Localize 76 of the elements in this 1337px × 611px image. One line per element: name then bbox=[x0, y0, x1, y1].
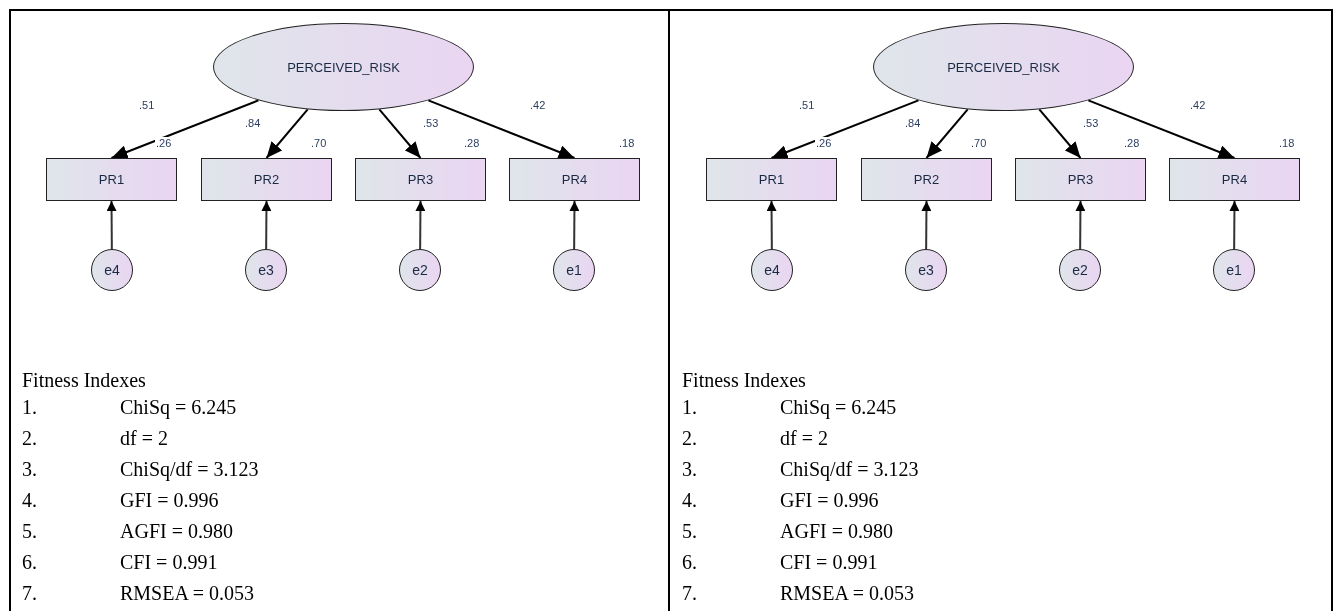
section-heading: Fitness Indexes bbox=[682, 369, 806, 391]
section-heading: Fitness Indexes bbox=[22, 369, 146, 391]
arrow bbox=[106, 200, 117, 250]
arrow bbox=[415, 200, 426, 250]
arrow bbox=[770, 99, 920, 159]
latent-variable-ellipse: PERCEIVED_RISK bbox=[213, 23, 474, 111]
fit-index-value: ChiSq = 6.245 bbox=[780, 396, 897, 418]
fit-index-value: AGFI = 0.980 bbox=[120, 520, 233, 542]
error-term-circle: e3 bbox=[245, 249, 287, 291]
arrow bbox=[569, 200, 580, 250]
list-number: 1. bbox=[682, 396, 697, 418]
fit-index-value: AGFI = 0.980 bbox=[780, 520, 893, 542]
squared-correlation-label: .28 bbox=[1123, 137, 1141, 149]
edge-label: .53 bbox=[1082, 117, 1100, 129]
list-number: 6. bbox=[682, 551, 697, 573]
error-term-circle: e2 bbox=[399, 249, 441, 291]
latent-variable-ellipse: PERCEIVED_RISK bbox=[873, 23, 1134, 111]
edge-label: .51 bbox=[138, 99, 156, 111]
squared-correlation-label: .70 bbox=[310, 137, 328, 149]
squared-correlation-label: .28 bbox=[463, 137, 481, 149]
edge-label: .51 bbox=[798, 99, 816, 111]
observed-variable-box: PR4 bbox=[1169, 158, 1300, 201]
list-number: 3. bbox=[682, 458, 697, 480]
edge-label: .53 bbox=[422, 117, 440, 129]
fit-index-value: ChiSq/df = 3.123 bbox=[780, 458, 919, 480]
arrow bbox=[1087, 99, 1236, 159]
arrow bbox=[766, 200, 777, 250]
edge-label: .84 bbox=[244, 117, 262, 129]
error-term-circle: e3 bbox=[905, 249, 947, 291]
arrow bbox=[427, 99, 576, 159]
list-number: 7. bbox=[682, 582, 697, 604]
list-number: 3. bbox=[22, 458, 37, 480]
observed-variable-box: PR1 bbox=[706, 158, 837, 201]
fit-index-value: RMSEA = 0.053 bbox=[120, 582, 255, 604]
fit-index-value: RMSEA = 0.053 bbox=[780, 582, 915, 604]
fit-index-value: df = 2 bbox=[780, 427, 828, 449]
fit-index-value: df = 2 bbox=[120, 427, 168, 449]
list-number: 6. bbox=[22, 551, 37, 573]
observed-variable-box: PR1 bbox=[46, 158, 177, 201]
fit-index-value: ChiSq = 6.245 bbox=[120, 396, 237, 418]
list-number: 4. bbox=[682, 489, 697, 511]
squared-correlation-label: .18 bbox=[1278, 137, 1296, 149]
edge-label: .42 bbox=[1189, 99, 1207, 111]
list-number: 5. bbox=[22, 520, 37, 542]
arrow bbox=[1229, 200, 1240, 250]
observed-variable-box: PR3 bbox=[355, 158, 486, 201]
observed-variable-box: PR4 bbox=[509, 158, 640, 201]
list-number: 2. bbox=[22, 427, 37, 449]
fit-index-value: ChiSq/df = 3.123 bbox=[120, 458, 259, 480]
edge-label: .84 bbox=[904, 117, 922, 129]
observed-variable-box: PR3 bbox=[1015, 158, 1146, 201]
edge-label: .42 bbox=[529, 99, 547, 111]
list-number: 4. bbox=[22, 489, 37, 511]
squared-correlation-label: .26 bbox=[155, 137, 173, 149]
observed-variable-box: PR2 bbox=[861, 158, 992, 201]
fit-index-value: CFI = 0.991 bbox=[120, 551, 218, 573]
list-number: 2. bbox=[682, 427, 697, 449]
observed-variable-box: PR2 bbox=[201, 158, 332, 201]
list-number: 5. bbox=[682, 520, 697, 542]
arrow bbox=[921, 200, 932, 250]
error-term-circle: e1 bbox=[553, 249, 595, 291]
arrow bbox=[1075, 200, 1086, 250]
error-term-circle: e1 bbox=[1213, 249, 1255, 291]
list-number: 7. bbox=[22, 582, 37, 604]
error-term-circle: e4 bbox=[91, 249, 133, 291]
arrow bbox=[110, 99, 260, 159]
list-number: 1. bbox=[22, 396, 37, 418]
error-term-circle: e2 bbox=[1059, 249, 1101, 291]
squared-correlation-label: .70 bbox=[970, 137, 988, 149]
squared-correlation-label: .18 bbox=[618, 137, 636, 149]
error-term-circle: e4 bbox=[751, 249, 793, 291]
fit-index-value: CFI = 0.991 bbox=[780, 551, 878, 573]
fit-index-value: GFI = 0.996 bbox=[780, 489, 879, 511]
fit-index-value: GFI = 0.996 bbox=[120, 489, 219, 511]
squared-correlation-label: .26 bbox=[815, 137, 833, 149]
arrow bbox=[261, 200, 272, 250]
